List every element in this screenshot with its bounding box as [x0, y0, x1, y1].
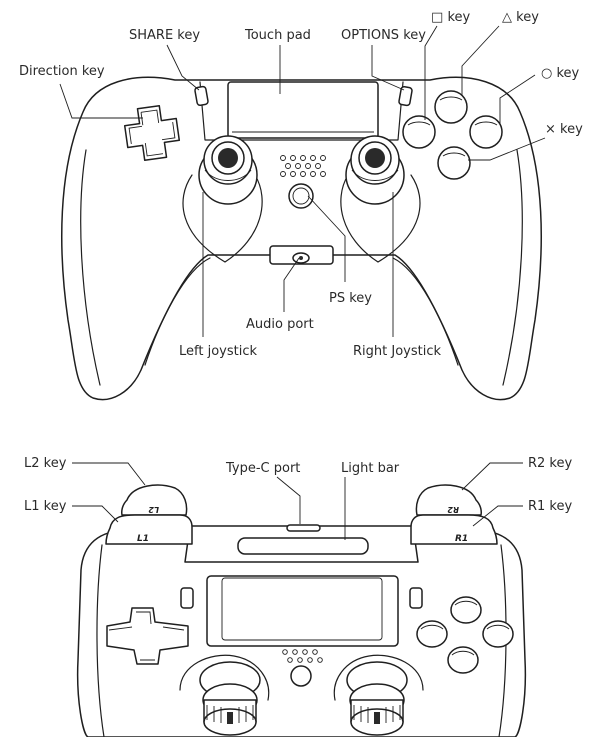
circle-button[interactable]: [469, 115, 503, 149]
r1-mark: R1: [455, 534, 468, 544]
label-right-joystick: Right Joystick: [353, 344, 441, 359]
front-options-button[interactable]: [409, 587, 423, 609]
right-grip-contour: [502, 149, 523, 386]
front-triangle-button[interactable]: [450, 596, 482, 624]
l2-mark: L2: [148, 505, 159, 514]
label-cross-key: × key: [545, 122, 583, 137]
cross-key-text: key: [560, 122, 583, 137]
square-button[interactable]: [402, 115, 436, 149]
front-share-button[interactable]: [180, 587, 194, 609]
front-left-joystick[interactable]: [199, 661, 261, 736]
controller-body: [61, 76, 542, 401]
left-joystick[interactable]: [198, 135, 258, 205]
front-face-buttons: [416, 596, 514, 674]
left-joystick-well: [182, 174, 263, 263]
front-circle-button[interactable]: [482, 620, 514, 648]
front-inner-left: [96, 544, 105, 737]
speaker-grille: [280, 155, 326, 177]
front-view-labels: L2 key L1 key Type-C port Light bar R2 k…: [24, 456, 572, 514]
front-right-joystick[interactable]: [346, 661, 408, 736]
label-l1-key: L1 key: [24, 499, 67, 514]
audio-port-housing: [269, 245, 334, 265]
square-symbol: □: [431, 10, 443, 25]
front-touch-pad-inner: [221, 577, 383, 641]
cross-symbol: ×: [545, 122, 556, 137]
front-view-controller: L2 L1 R2 R1: [76, 484, 527, 737]
l1-mark: L1: [137, 534, 149, 544]
label-options-key: OPTIONS key: [341, 28, 426, 43]
label-typec-port: Type-C port: [225, 461, 300, 476]
share-button[interactable]: [194, 85, 209, 107]
right-handle-inner: [392, 257, 459, 366]
label-triangle-key: △ key: [502, 10, 539, 25]
top-strip: [199, 81, 404, 141]
front-right-well: [333, 654, 424, 701]
label-l2-key: L2 key: [24, 456, 67, 471]
top-view-labels: Direction key SHARE key Touch pad OPTION…: [19, 10, 583, 359]
r2-mark: R2: [447, 505, 459, 514]
label-r2-key: R2 key: [528, 456, 572, 471]
label-r1-key: R1 key: [528, 499, 572, 514]
front-touch-pad: [206, 575, 399, 647]
triangle-key-text: key: [516, 10, 539, 25]
left-grip-contour: [80, 149, 101, 386]
ps-button[interactable]: [288, 183, 314, 209]
label-audio-port: Audio port: [246, 317, 314, 332]
label-circle-key: ○ key: [541, 66, 580, 81]
right-joystick[interactable]: [345, 135, 405, 205]
cross-button[interactable]: [437, 146, 471, 180]
label-left-joystick: Left joystick: [179, 344, 257, 359]
front-direction-pad[interactable]: [106, 607, 189, 665]
l2-trigger[interactable]: L2: [121, 484, 188, 516]
circle-symbol: ○: [541, 66, 552, 81]
label-direction-key: Direction key: [19, 64, 105, 79]
front-left-well: [179, 654, 270, 701]
front-ps-button[interactable]: [290, 665, 312, 687]
l1-button[interactable]: L1: [105, 514, 193, 545]
face-buttons: [402, 90, 503, 180]
label-ps-key: PS key: [329, 291, 372, 306]
label-light-bar: Light bar: [341, 461, 400, 476]
front-square-button[interactable]: [416, 620, 448, 648]
options-button[interactable]: [398, 85, 413, 107]
top-view-leaders: [59, 25, 546, 337]
circle-key-text: key: [556, 66, 579, 81]
left-handle-inner: [144, 257, 211, 366]
label-share-key: SHARE key: [129, 28, 200, 43]
front-view-leaders: [72, 462, 523, 540]
square-key-text: key: [447, 10, 470, 25]
front-cross-button[interactable]: [447, 646, 479, 674]
front-speaker-grille: [282, 649, 323, 663]
direction-pad[interactable]: [123, 104, 182, 163]
r2-trigger[interactable]: R2: [415, 484, 482, 516]
triangle-symbol: △: [502, 10, 512, 25]
right-joystick-well: [340, 174, 421, 263]
light-bar: [237, 537, 369, 555]
top-view-controller: [61, 76, 542, 401]
typec-port: [286, 524, 321, 532]
touch-pad: [227, 81, 379, 139]
triangle-button[interactable]: [434, 90, 468, 124]
r1-button[interactable]: R1: [410, 514, 498, 545]
label-square-key: □ key: [431, 10, 471, 25]
label-touch-pad: Touch pad: [244, 28, 311, 43]
